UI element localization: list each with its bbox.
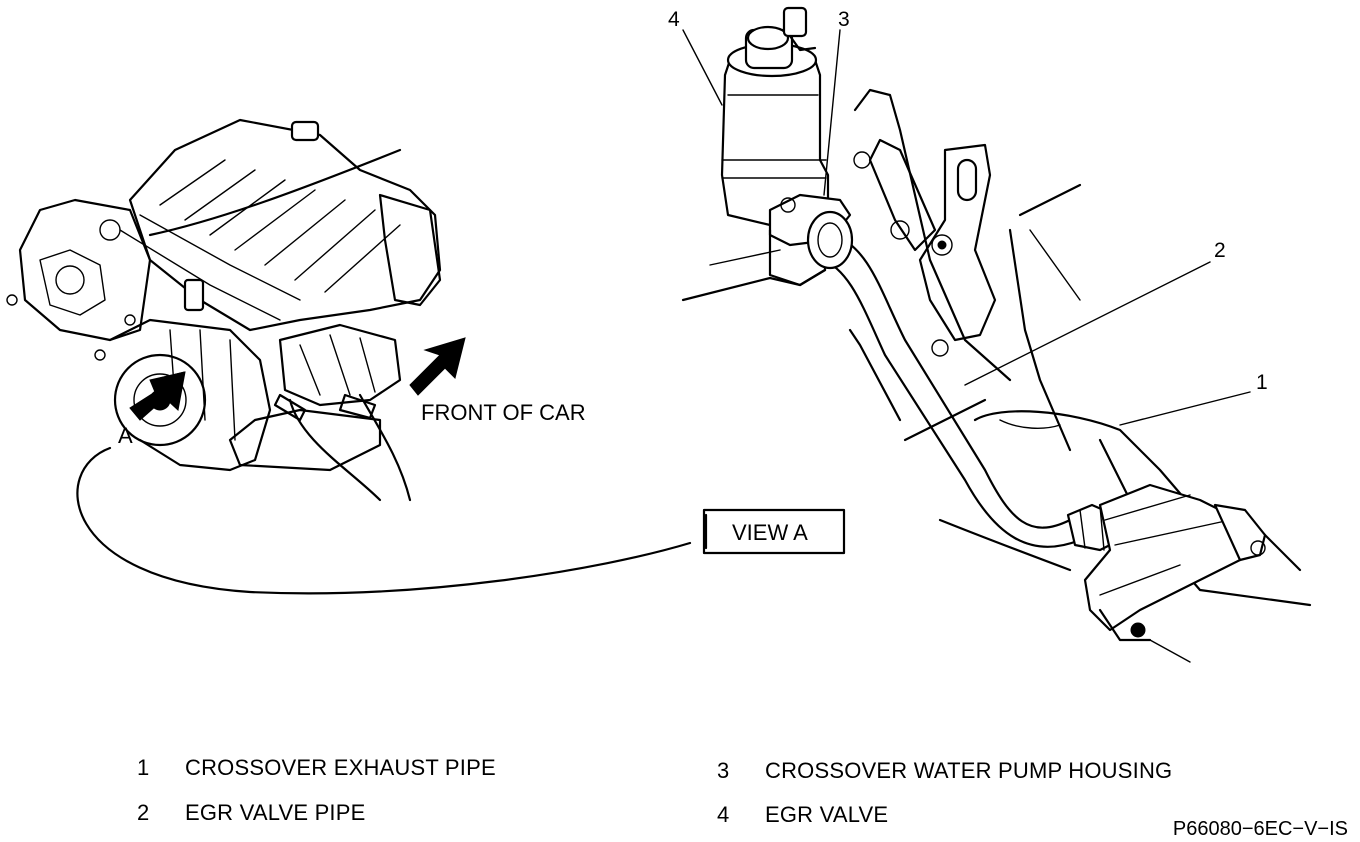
legend-text: EGR VALVE PIPE bbox=[185, 800, 366, 825]
engine-illustration bbox=[6, 118, 442, 502]
front-of-car-label: FRONT OF CAR bbox=[421, 400, 586, 425]
legend-num: 4 bbox=[717, 802, 730, 827]
legend-num: 2 bbox=[137, 800, 150, 825]
figure-code: P66080−6EC−V−IS bbox=[1172, 818, 1348, 840]
view-a-detail-illustration bbox=[681, 6, 1312, 663]
legend-item-3: 3 CROSSOVER WATER PUMP HOUSING bbox=[717, 758, 1172, 784]
legend-text: CROSSOVER EXHAUST PIPE bbox=[185, 755, 496, 780]
view-a-arrow-head bbox=[129, 371, 186, 421]
callout-1: 1 bbox=[1256, 371, 1268, 394]
legend-item-4: 4 EGR VALVE bbox=[717, 802, 888, 828]
legend-num: 1 bbox=[137, 755, 150, 780]
callout-4: 4 bbox=[668, 8, 680, 31]
view-a-leader-curve bbox=[76, 446, 692, 595]
legend-item-1: 1 CROSSOVER EXHAUST PIPE bbox=[137, 755, 496, 781]
callout-2: 2 bbox=[1214, 239, 1226, 262]
front-of-car-arrow bbox=[409, 337, 466, 396]
legend-num: 3 bbox=[717, 758, 730, 783]
legend-text: EGR VALVE bbox=[765, 802, 889, 827]
view-a-point-label: A bbox=[118, 423, 133, 448]
legend-text: CROSSOVER WATER PUMP HOUSING bbox=[765, 758, 1173, 783]
legend-item-2: 2 EGR VALVE PIPE bbox=[137, 800, 366, 826]
view-a-box-label: VIEW A bbox=[732, 520, 808, 545]
callout-3: 3 bbox=[838, 8, 850, 31]
callout-leaders bbox=[682, 29, 1251, 426]
view-a-box bbox=[702, 508, 846, 555]
